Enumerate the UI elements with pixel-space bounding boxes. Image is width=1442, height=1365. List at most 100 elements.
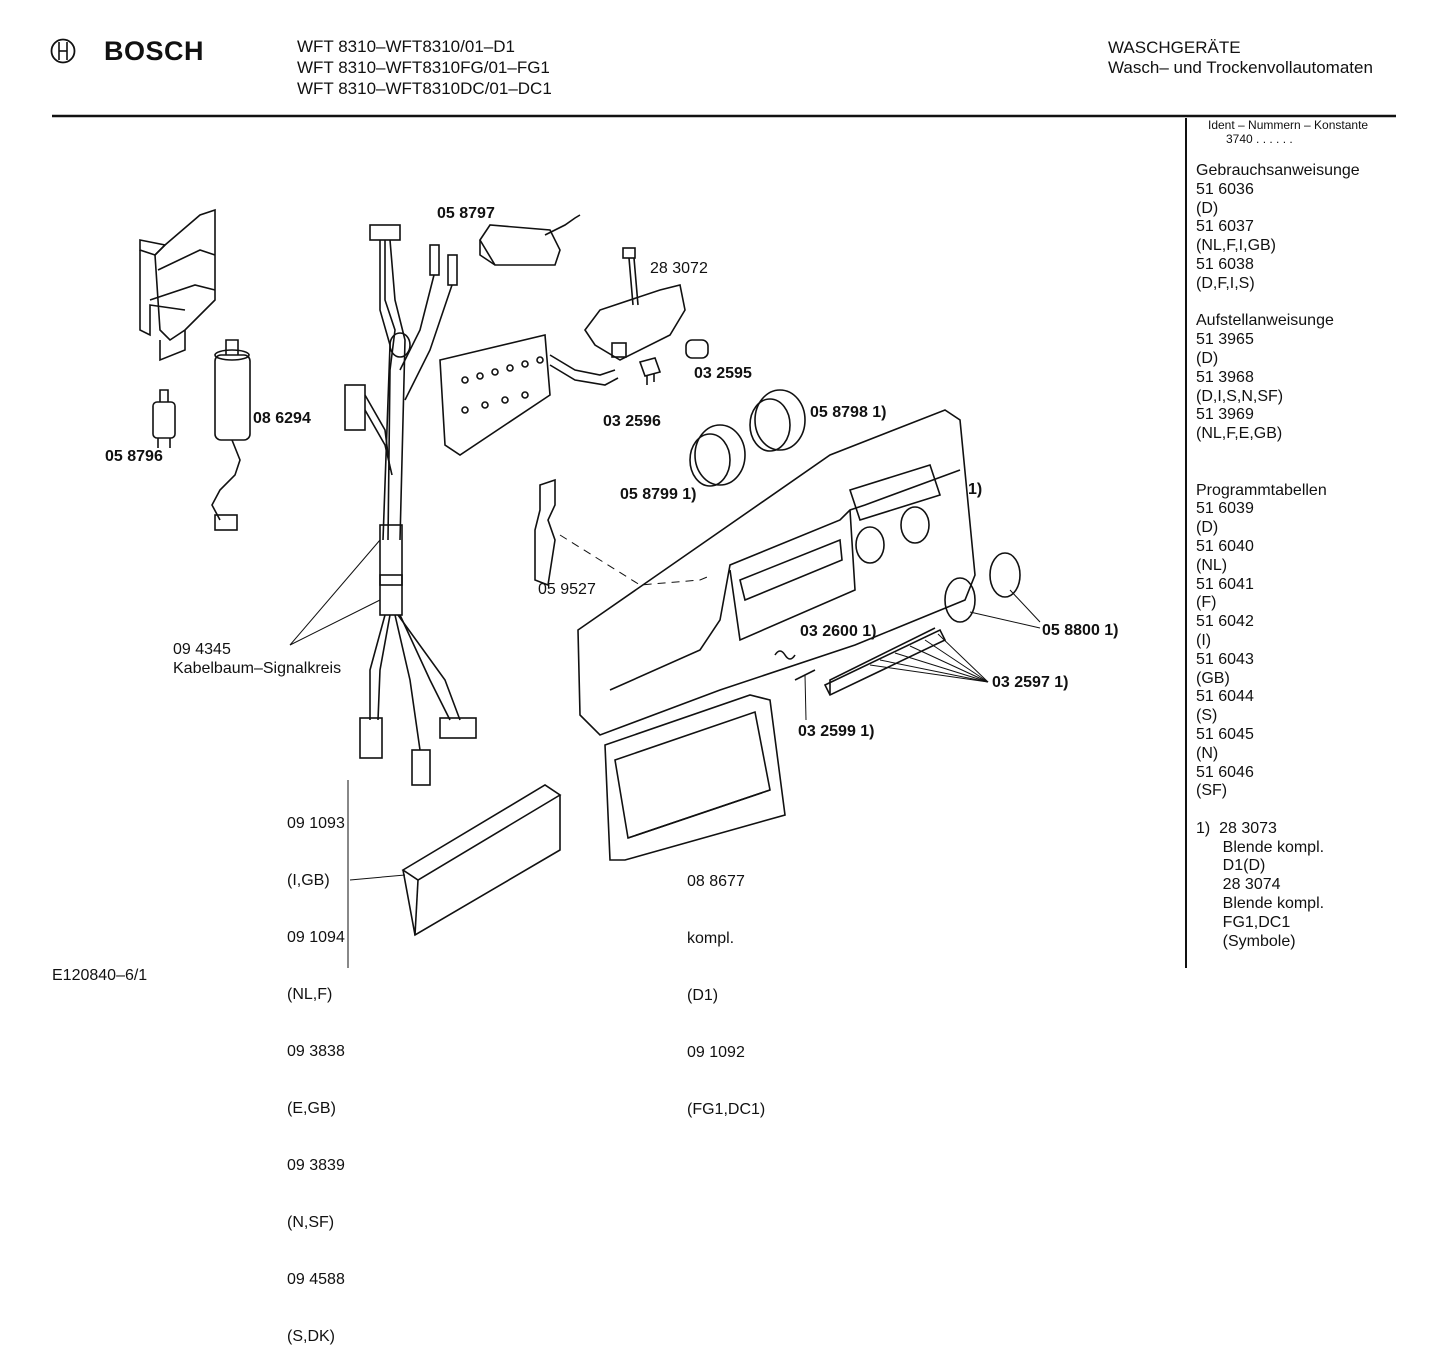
section-line: 51 6038 — [1196, 255, 1254, 273]
knob-right — [989, 552, 1021, 598]
insert-list-item: (N,SF) — [287, 1214, 335, 1231]
label-086294: 08 6294 — [253, 410, 311, 427]
knob-ring-small — [689, 424, 746, 487]
footnote-line: 28 3074 — [1196, 876, 1281, 894]
section-line: 51 3965 — [1196, 331, 1254, 349]
capacitor-large — [211, 339, 251, 531]
section-line: (SF) — [1196, 782, 1228, 800]
footnote-line: D1(D) — [1196, 857, 1266, 875]
section-title: Gebrauchsanweisunge — [1196, 162, 1360, 179]
section-line: (D,F,I,S) — [1196, 274, 1255, 292]
wiring-harness — [344, 224, 477, 786]
brand-name: BOSCH — [104, 36, 205, 66]
label-058798: 05 8798 1) — [810, 404, 887, 421]
category-subtitle: Wasch– und Trockenvollautomaten — [1108, 58, 1373, 77]
model-line-1: WFT 8310–WFT8310/01–D1 — [297, 37, 515, 56]
control-panel — [577, 409, 976, 736]
label-032599: 03 2599 1) — [798, 723, 875, 740]
circuit-board — [584, 247, 686, 361]
section-title: Aufstellanweisunge — [1196, 312, 1334, 330]
section-line: (F) — [1196, 594, 1217, 612]
section-line: (NL,F,I,GB) — [1196, 237, 1277, 255]
section-title: Programmtabellen — [1196, 481, 1327, 499]
section-line: (D) — [1196, 349, 1219, 367]
ident-value: 3740 . . . . . . — [1226, 132, 1293, 146]
label-032600: 03 2600 1) — [800, 623, 877, 640]
knob-ring-large — [749, 389, 806, 452]
control-board — [439, 334, 619, 456]
section-line: (D,I,S,N,SF) — [1196, 387, 1284, 405]
insert-list-item: (E,GB) — [287, 1100, 336, 1117]
section-line: 51 3968 — [1196, 368, 1254, 386]
model-line-2: WFT 8310–WFT8310FG/01–FG1 — [297, 58, 550, 77]
footnote-line: Blende kompl. — [1196, 895, 1325, 913]
section-line: 51 6043 — [1196, 650, 1254, 668]
section-line: (NL) — [1196, 556, 1228, 574]
section-line: 51 6044 — [1196, 688, 1254, 706]
section-line: 51 6042 — [1196, 613, 1254, 631]
label-058796: 05 8796 — [105, 448, 163, 465]
drawing-id: E120840–6/1 — [52, 967, 148, 984]
section-line: 51 6037 — [1196, 218, 1254, 236]
door-list-item: kompl. — [687, 930, 735, 947]
door-list-item: (D1) — [687, 987, 719, 1004]
mounting-bracket — [139, 208, 216, 362]
section-line: (GB) — [1196, 669, 1230, 687]
label-283072: 28 3072 — [650, 260, 708, 277]
label-panel-note: 1) — [968, 481, 983, 498]
label-094345-desc: Kabelbaum–Signalkreis — [173, 660, 342, 677]
section-line: 51 6039 — [1196, 500, 1254, 518]
section-line: 51 6045 — [1196, 725, 1254, 743]
switch-lever — [534, 478, 556, 587]
indicator-lamp — [685, 339, 709, 359]
insert-list-item: 09 3839 — [287, 1157, 345, 1174]
insert-list: 09 1093 (I,GB) 09 1094 (NL,F) 09 3838 (E… — [287, 776, 345, 1365]
label-032597: 03 2597 1) — [992, 674, 1069, 691]
insert-list-item: (S,DK) — [287, 1328, 335, 1345]
exploded-view-drawing — [52, 114, 1396, 968]
door-panel — [604, 694, 786, 861]
door-list: 08 8677 kompl. (D1) 09 1092 (FG1,DC1) — [687, 834, 765, 1138]
door-list-item: (FG1,DC1) — [687, 1101, 766, 1118]
section-line: (S) — [1196, 707, 1218, 725]
knob-left — [944, 577, 976, 623]
label-032596: 03 2596 — [603, 413, 661, 430]
relay-block — [479, 214, 581, 266]
footnote-line: 1) 28 3073 — [1196, 819, 1277, 837]
model-line-3: WFT 8310–WFT8310DC/01–DC1 — [297, 79, 552, 98]
insert-list-item: (NL,F) — [287, 986, 333, 1003]
insert-list-item: (I,GB) — [287, 872, 330, 889]
insert-list-item: 09 3838 — [287, 1043, 345, 1060]
section-line: (N) — [1196, 744, 1219, 762]
section-line: 51 6036 — [1196, 180, 1254, 198]
door-list-item: 08 8677 — [687, 873, 745, 890]
ident-label: Ident – Nummern – Konstante — [1208, 118, 1369, 132]
label-094345: 09 4345 — [173, 641, 231, 658]
section-line: (D) — [1196, 199, 1219, 217]
door-list-item: 09 1092 — [687, 1044, 745, 1061]
insert-list-item: 09 1094 — [287, 929, 345, 946]
label-059527: 05 9527 — [538, 581, 596, 598]
footnote-line: (Symbole) — [1196, 932, 1296, 950]
footnote-line: FG1,DC1 — [1196, 913, 1291, 931]
program-buttons — [823, 627, 947, 697]
led-holder — [638, 357, 662, 385]
section-line: 51 6041 — [1196, 575, 1254, 593]
section-line: (NL,F,E,GB) — [1196, 425, 1283, 443]
bosch-logo-icon — [50, 38, 76, 64]
label-058799: 05 8799 1) — [620, 486, 697, 503]
label-032595: 03 2595 — [694, 365, 752, 382]
category-title: WASCHGERÄTE — [1108, 38, 1241, 57]
section-line: (D) — [1196, 519, 1219, 537]
insert-list-item: 09 4588 — [287, 1271, 345, 1288]
section-line: 51 6046 — [1196, 763, 1254, 781]
footnote-line: Blende kompl. — [1196, 838, 1325, 856]
section-line: (I) — [1196, 631, 1212, 649]
section-line: 51 3969 — [1196, 406, 1254, 424]
insert-list-item: 09 1093 — [287, 815, 345, 832]
label-058800: 05 8800 1) — [1042, 622, 1119, 639]
spring — [774, 650, 796, 660]
program-insert-card — [401, 784, 562, 937]
label-058797: 05 8797 — [437, 205, 495, 222]
capacitor-small — [152, 389, 176, 448]
